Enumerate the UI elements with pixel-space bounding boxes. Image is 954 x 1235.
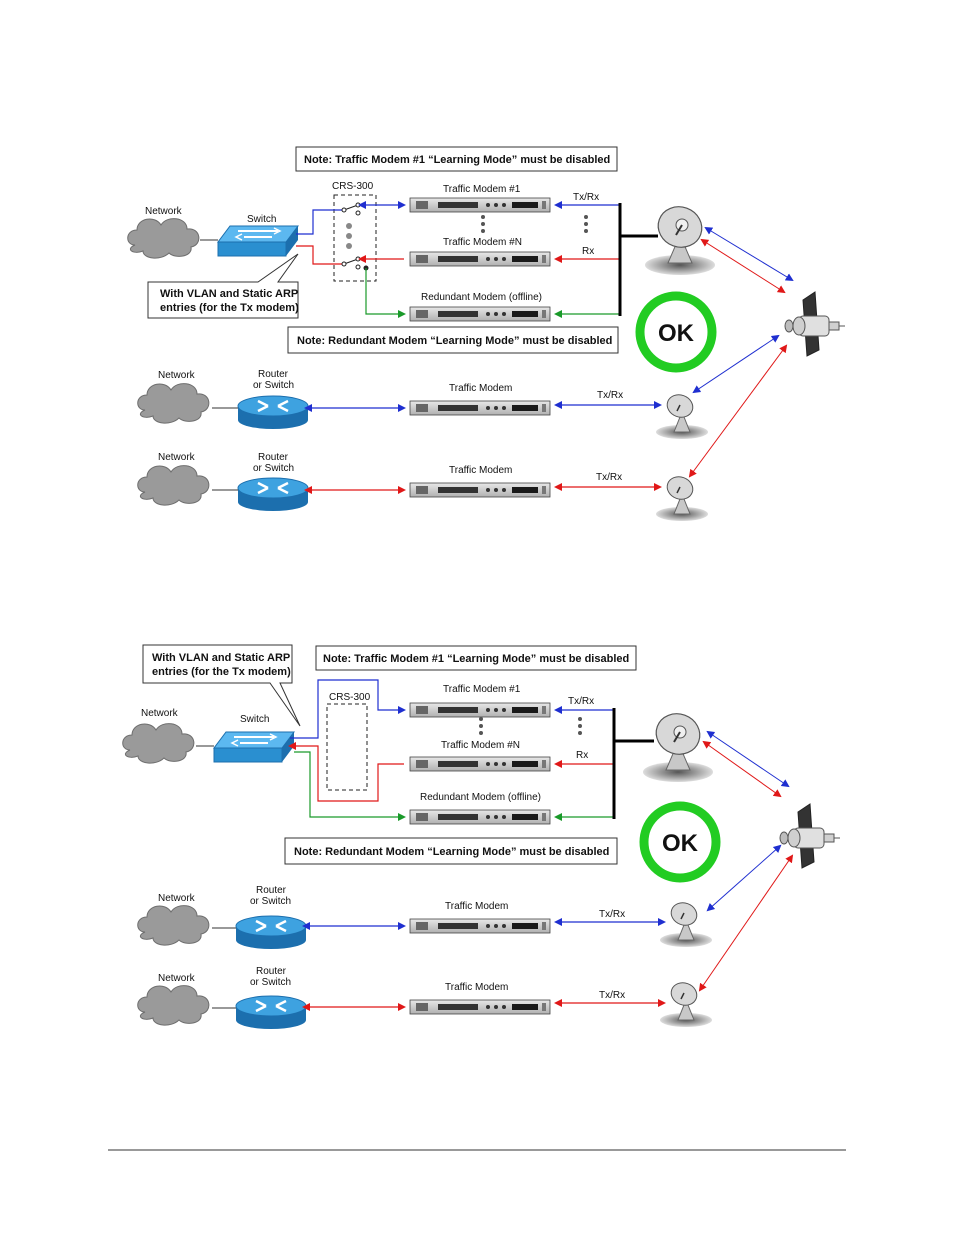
network-label: Network [145,206,183,217]
traffic-modem-label: Traffic Modem [449,383,512,394]
note-bottom: Note: Redundant Modem “Learning Mode” mu… [297,335,612,347]
traffic-modem [409,918,551,934]
router-label-1: Router [258,369,289,380]
note-box-bottom [287,326,619,354]
note-box-top [295,146,618,172]
traffic-modem-n [409,251,551,267]
callout-box [142,644,301,727]
traffic-modem-label: Traffic Modem [445,982,508,993]
modemN-label: Traffic Modem #N [443,237,522,248]
traffic-modem-label: Traffic Modem [445,901,508,912]
small-dish-icon [659,978,713,1028]
router-label-2: or Switch [250,977,291,988]
traffic-modem-1 [409,702,551,718]
rx-label: Rx [582,246,594,257]
ok-badge [639,801,721,883]
big-dish-icon [644,199,716,276]
router-icon [236,476,310,513]
switch-label: Switch [247,214,276,225]
callout-line1: With VLAN and Static ARP [160,288,298,300]
callout-line2: entries (for the Tx modem) [160,302,299,314]
small-dish-icon [655,390,709,440]
note-top: Note: Traffic Modem #1 “Learning Mode” m… [323,653,629,665]
diagram-2: With VLAN and Static ARP entries (for th… [122,644,841,1031]
network-label: Network [158,370,196,381]
router-label-1: Router [256,885,287,896]
modem1-label: Traffic Modem #1 [443,184,521,195]
network-label: Network [158,973,196,984]
switch-label: Switch [240,714,269,725]
network-cloud-icon [137,985,210,1026]
txrx-label: Tx/Rx [597,390,623,401]
switch-icon [217,225,299,257]
txrx-label: Tx/Rx [568,696,594,707]
note-bottom: Note: Redundant Modem “Learning Mode” mu… [294,846,609,858]
ok-label: OK [658,320,695,347]
network-label: Network [141,708,179,719]
network-label: Network [158,452,196,463]
satellite-icon [779,803,841,869]
router-label-1: Router [258,452,289,463]
router-label-1: Router [256,966,287,977]
small-dish-icon [655,472,709,522]
router-label-2: or Switch [253,463,294,474]
modemN-label: Traffic Modem #N [441,740,520,751]
router-label-2: or Switch [253,380,294,391]
traffic-modem-n [409,756,551,772]
traffic-modem [409,482,551,498]
crs-label: CRS-300 [329,692,371,703]
network-cloud-icon [137,905,210,946]
note-box-bottom [284,837,618,865]
network-label: Network [158,893,196,904]
redundant-modem [409,306,551,322]
router-icon [234,994,308,1031]
network-cloud-icon [122,723,195,764]
txrx-label: Tx/Rx [596,472,622,483]
network-cloud-icon [137,465,210,506]
callout-box [147,253,299,319]
network-cloud-icon [137,383,210,424]
rx-label: Rx [576,750,588,761]
switch-icon [213,731,295,763]
diagram-1: Note: Traffic Modem #1 “Learning Mode” m… [127,146,846,522]
crs-300-box [333,194,377,282]
router-label-2: or Switch [250,896,291,907]
router-icon [234,914,308,951]
crs-label: CRS-300 [332,181,374,192]
txrx-label: Tx/Rx [599,909,625,920]
network-cloud-icon [127,218,200,259]
big-dish-icon [642,706,714,783]
note-top: Note: Traffic Modem #1 “Learning Mode” m… [304,154,610,166]
traffic-modem-1 [409,197,551,213]
redundant-label: Redundant Modem (offline) [420,792,541,803]
txrx-label: Tx/Rx [573,192,599,203]
small-dish-icon [659,898,713,948]
traffic-modem [409,400,551,416]
crs-300-box [326,703,368,791]
note-box-top [315,645,637,671]
traffic-modem [409,999,551,1015]
traffic-modem-label: Traffic Modem [449,465,512,476]
callout-line1: With VLAN and Static ARP [152,652,290,664]
modem1-label: Traffic Modem #1 [443,684,521,695]
callout-line2: entries (for the Tx modem) [152,666,291,678]
redundant-modem [409,809,551,825]
ok-label: OK [662,830,699,857]
txrx-label: Tx/Rx [599,990,625,1001]
router-icon [236,394,310,431]
satellite-icon [784,291,846,357]
redundant-label: Redundant Modem (offline) [421,292,542,303]
